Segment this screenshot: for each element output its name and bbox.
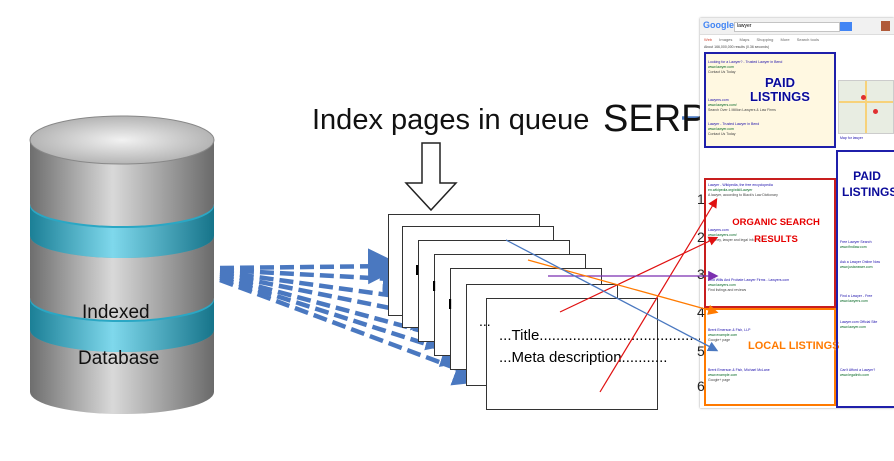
organic-url-2: www.lawyers.com/ [708, 233, 737, 237]
serp-search-button[interactable] [840, 22, 852, 31]
side-ad-url-2: www.justanswer.com [840, 265, 873, 269]
db-label-line2: Database [78, 348, 160, 369]
page-i-1: I [415, 262, 420, 279]
organic-title-3[interactable]: Find Wills And Probate Lawyer Firms - La… [708, 278, 790, 282]
tab-search-tools[interactable]: Search tools [796, 37, 819, 42]
paid-side-label: PAID LISTINGS [842, 169, 894, 199]
serp-header: Google lawyer [700, 18, 894, 35]
position-5: 5 [697, 343, 705, 359]
side-ad-title-2[interactable]: Ask a Lawyer Online Now [840, 260, 881, 264]
serp-label: SERP [603, 98, 707, 140]
local-title-2[interactable]: Brent Emerson & Fish, Michael McLane [708, 368, 770, 372]
page-i-2: I [432, 278, 437, 295]
side-ad-title-1[interactable]: Free Lawyer Search [840, 240, 872, 244]
map-pin-icon [861, 95, 866, 100]
queue-title: Index pages in queue [312, 104, 590, 136]
local-title-1[interactable]: Brent Emerson & Fish, LLP [708, 328, 751, 332]
side-ad-url-5: www.legalinfo.com [840, 373, 869, 377]
local-url-1: www.example.com [708, 333, 738, 337]
paid-top-box [704, 52, 836, 148]
ad-top-title-2[interactable]: Lawyers.com [708, 98, 729, 102]
ad-top-title-1[interactable]: Looking for a Lawyer? - Trusted Lawyer i… [708, 60, 783, 64]
organic-title-1[interactable]: Lawyer - Wikipedia, the free encyclopedi… [708, 183, 773, 187]
position-6: 6 [697, 378, 705, 394]
ad-top-url-1: www.lawyer.com [708, 65, 734, 69]
tab-web[interactable]: Web [704, 37, 713, 42]
tab-maps[interactable]: Maps [739, 37, 750, 42]
side-ad-url-4: www.lawyer.com [840, 325, 866, 329]
map-link[interactable]: Map for lawyer [840, 136, 863, 140]
google-logo: Google [703, 20, 734, 30]
side-ad-url-3: www.lawyers.com [840, 299, 868, 303]
ad-top-url-2: www.lawyers.com/ [708, 103, 737, 107]
ad-top-url-3: www.lawyer.com [708, 127, 734, 131]
map-road-2 [865, 81, 867, 133]
ad-top-desc-1: Contact Us Today [708, 70, 736, 74]
side-ad-title-5[interactable]: Can't Afford a Lawyer? [840, 368, 876, 372]
local-url-2: www.example.com [708, 373, 738, 377]
page-i-3: I [448, 296, 453, 313]
paid-side-box [836, 150, 894, 408]
front-page: ... ...Title............................… [479, 298, 702, 410]
serp-tabs: Web Images Maps Shopping More Search too… [704, 37, 819, 42]
organic-url-1: en.wikipedia.org/wiki/Lawyer [708, 188, 753, 192]
db-label-line1: Indexed [82, 302, 150, 323]
serp-screenshot: Google lawyer Web Images Maps Shopping M… [700, 18, 894, 408]
organic-desc-2: Attorney, lawyer and legal information [708, 238, 767, 242]
side-ad-url-1: www.findlaw.com [840, 245, 867, 249]
local-desc-2: Google+ page [708, 378, 731, 382]
serp-search-box[interactable]: lawyer [734, 22, 840, 32]
side-ad-title-4[interactable]: Lawyer.com Official Site [840, 320, 878, 324]
position-2: 2 [697, 229, 705, 245]
position-3: 3 [697, 266, 705, 282]
paid-top-label: PAID LISTINGS [750, 75, 810, 104]
organic-desc-3: Find listings and reviews [708, 288, 747, 292]
local-desc-1: Google+ page [708, 338, 731, 342]
organic-title-2[interactable]: Lawyers.com [708, 228, 729, 232]
map-pin-icon [873, 109, 878, 114]
local-box [704, 308, 836, 406]
ad-top-desc-3: Contact Us Today [708, 132, 736, 136]
tab-shopping[interactable]: Shopping [756, 37, 774, 42]
results-count: About 166,000,000 results (0.36 seconds) [704, 45, 769, 49]
side-ad-title-3[interactable]: Find a Lawyer - Free [840, 294, 873, 298]
position-4: 4 [697, 304, 705, 320]
avatar[interactable] [881, 21, 890, 31]
position-1: 1 [697, 191, 705, 207]
ad-top-desc-2: Search Over 1 Million Lawyers & Law Firm… [708, 108, 776, 112]
page-meta-line: ...Meta description........... [499, 349, 668, 366]
queue-down-arrow [404, 142, 458, 212]
organic-desc-1: A lawyer, according to Black's Law Dicti… [708, 193, 778, 197]
organic-label: ORGANIC SEARCH RESULTS [732, 217, 820, 245]
organic-url-3: www.lawyers.com [708, 283, 736, 287]
page-title-line: ...Title................................… [499, 327, 702, 344]
local-label: LOCAL LISTINGS [748, 340, 840, 352]
map-thumbnail[interactable] [838, 80, 894, 134]
serp-search-query: lawyer [737, 23, 752, 29]
ad-top-title-3[interactable]: Lawyer - Trusted Lawyer in Bend [708, 122, 760, 126]
tab-images[interactable]: Images [719, 37, 733, 42]
page-top-dots: ... [479, 313, 491, 329]
tab-more[interactable]: More [780, 37, 790, 42]
